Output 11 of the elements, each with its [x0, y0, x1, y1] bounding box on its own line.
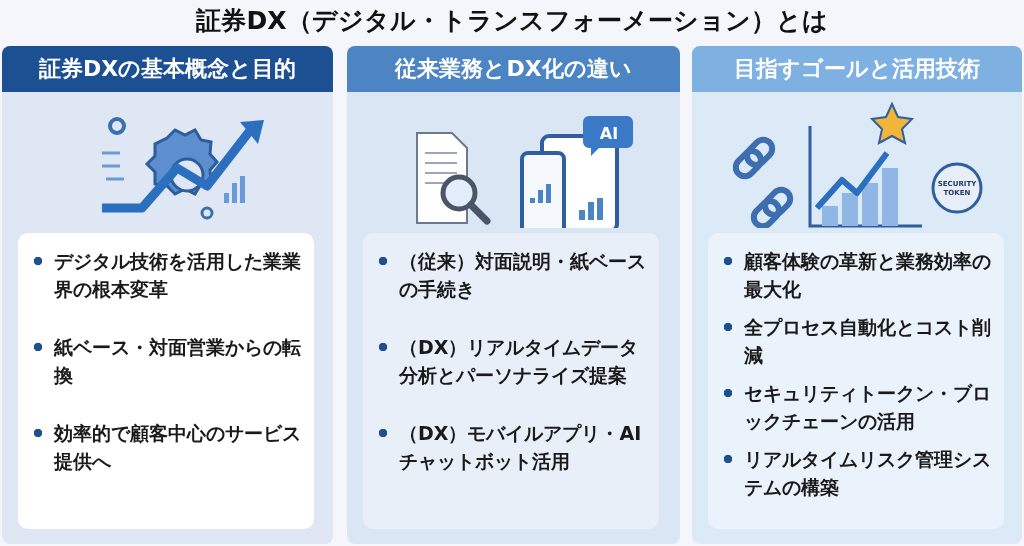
- bullet-card: [363, 233, 659, 529]
- column-panel: [347, 46, 680, 544]
- panel-header: 証券DXの基本概念と目的: [2, 46, 333, 92]
- icon-label: AI: [599, 124, 619, 143]
- bullet-card: [18, 233, 314, 529]
- panel-header: 従来業務とDX化の違い: [347, 46, 680, 92]
- column-panel: [2, 46, 333, 544]
- bullet-card: [708, 233, 1004, 529]
- title: 証券DX（デジタル・トランスフォーメーション）とは: [195, 5, 829, 37]
- panel-header: 目指すゴールと活用技術: [692, 46, 1022, 92]
- column-panel: [692, 46, 1022, 544]
